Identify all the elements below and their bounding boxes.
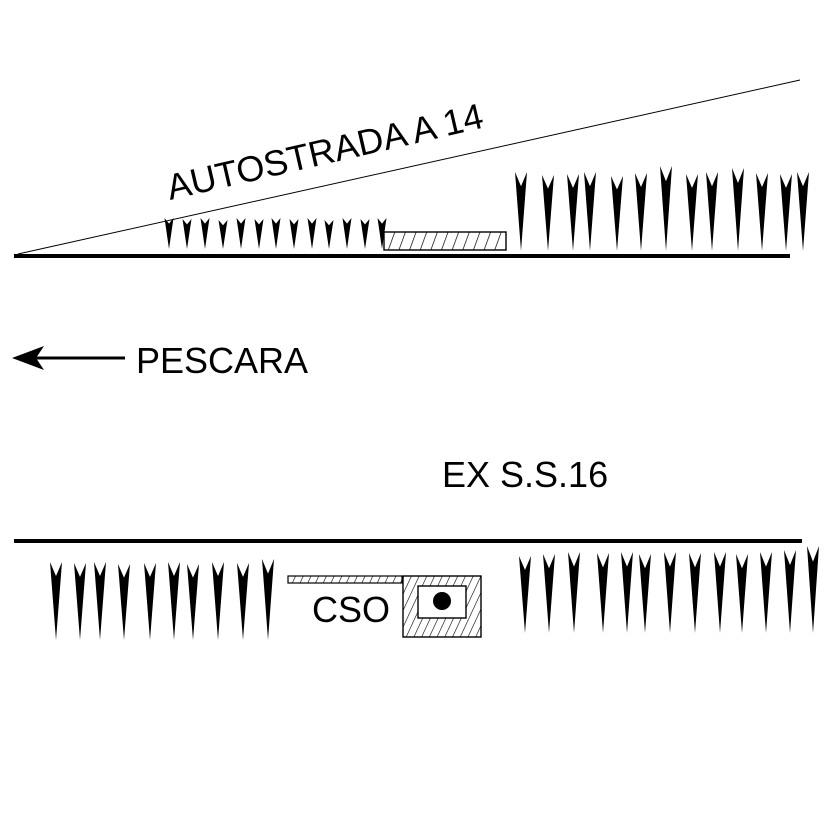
spike-tree-icon [756, 173, 768, 251]
spike-tree-icon [621, 552, 633, 633]
spike-tree-icon [515, 172, 527, 251]
spike-tree-icon [236, 218, 246, 249]
autostrada-road: AUTOSTRADA A 14 [14, 79, 809, 258]
direction-label: PESCARA [136, 340, 308, 381]
spike-tree-icon [271, 218, 281, 249]
lower-left-vegetation [50, 559, 274, 640]
spike-tree-icon [168, 562, 180, 640]
spike-tree-icon [568, 552, 580, 633]
spike-tree-icon [635, 173, 647, 251]
spike-tree-icon [611, 176, 623, 251]
spike-tree-icon [187, 564, 199, 640]
spike-tree-icon [74, 563, 86, 640]
spike-tree-icon [660, 166, 672, 251]
spike-tree-icon [664, 552, 676, 633]
spike-tree-icon [289, 219, 299, 249]
autostrada-slope-line [17, 79, 801, 255]
spike-tree-icon [144, 563, 156, 640]
autostrada-label: AUTOSTRADA A 14 [163, 95, 487, 208]
spike-tree-icon [784, 550, 796, 633]
ss16-road: EX S.S.16 CSO [14, 454, 819, 640]
spike-tree-icon [597, 553, 609, 633]
spike-tree-icon [736, 554, 748, 633]
upper-small-vegetation [164, 218, 387, 249]
spike-tree-icon [262, 559, 274, 640]
spike-tree-icon [519, 556, 531, 633]
spike-tree-icon [164, 218, 174, 249]
cso-label: CSO [312, 589, 390, 630]
spike-tree-icon [639, 554, 651, 633]
spike-tree-icon [342, 218, 352, 249]
spike-tree-icon [714, 552, 726, 633]
spike-tree-icon [732, 168, 744, 251]
spike-tree-icon [94, 562, 106, 640]
spike-tree-icon [689, 553, 701, 633]
spike-tree-icon [567, 174, 579, 251]
direction-indicator: PESCARA [12, 340, 308, 381]
spike-tree-icon [182, 219, 192, 249]
arrowhead-icon [12, 346, 44, 370]
spike-tree-icon [706, 172, 718, 251]
cso-hatched-channel [287, 575, 403, 584]
spike-tree-icon [797, 172, 809, 251]
upper-large-vegetation [515, 166, 809, 251]
spike-tree-icon [118, 564, 130, 640]
spike-tree-icon [377, 218, 387, 249]
spike-tree-icon [50, 562, 62, 640]
spike-tree-icon [324, 220, 334, 249]
manhole-icon [402, 575, 482, 638]
spike-tree-icon [686, 174, 698, 251]
upper-hatched-structure [383, 231, 507, 251]
spike-tree-icon [218, 220, 228, 249]
spike-tree-icon [200, 218, 210, 249]
spike-tree-icon [760, 552, 772, 633]
spike-tree-icon [543, 554, 555, 633]
spike-tree-icon [212, 562, 224, 640]
spike-tree-icon [542, 175, 554, 251]
spike-tree-icon [307, 218, 317, 249]
spike-tree-icon [807, 546, 819, 633]
spike-tree-icon [360, 219, 370, 249]
spike-tree-icon [254, 219, 264, 249]
spike-tree-icon [584, 172, 596, 251]
spike-tree-icon [780, 174, 792, 251]
spike-tree-icon [237, 563, 249, 640]
lower-right-vegetation [519, 546, 819, 633]
road-label: EX S.S.16 [442, 454, 608, 495]
